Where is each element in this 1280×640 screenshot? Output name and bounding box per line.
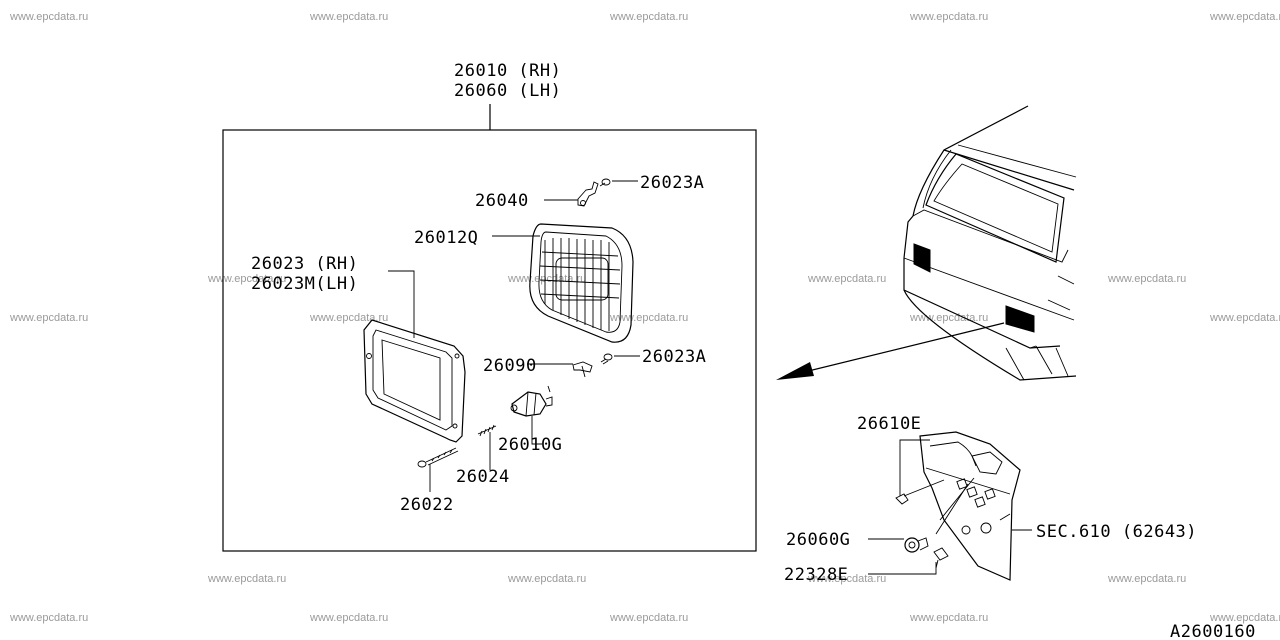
label-26010-rh: 26010 (RH)	[454, 61, 561, 81]
watermark: www.epcdata.ru	[1107, 573, 1186, 585]
label-26090: 26090	[483, 356, 537, 376]
watermark: www.epcdata.ru	[1107, 273, 1186, 285]
lens-pattern	[539, 238, 621, 331]
screw-26022	[417, 447, 459, 468]
vehicle-rear-view	[903, 105, 1077, 381]
watermark: www.epcdata.ru	[1209, 312, 1280, 324]
tail-lamp-right	[1005, 305, 1035, 333]
label-26024: 26024	[456, 467, 510, 487]
watermark: www.epcdata.ru	[1209, 612, 1280, 624]
watermark: www.epcdata.ru	[309, 11, 388, 23]
watermark: www.epcdata.ru	[609, 312, 688, 324]
bracket-26040	[577, 181, 599, 207]
leader-26610E	[899, 439, 930, 496]
watermark: www.epcdata.ru	[609, 612, 688, 624]
label-26010G: 26010G	[498, 435, 562, 455]
label-26610E: 26610E	[857, 414, 921, 434]
housing-frame-26023	[363, 319, 466, 443]
adjuster-26010G	[510, 385, 553, 417]
watermark: www.epcdata.ru	[807, 573, 886, 585]
label-26040: 26040	[475, 191, 529, 211]
spring-26024	[477, 424, 497, 437]
label-26023M-lh: 26023M(LH)	[251, 274, 358, 294]
watermark: www.epcdata.ru	[9, 312, 88, 324]
pointer-arrow	[776, 322, 1005, 380]
watermark: www.epcdata.ru	[807, 273, 886, 285]
watermark: www.epcdata.ru	[507, 273, 586, 285]
label-26060-lh: 26060 (LH)	[454, 81, 561, 101]
watermarks: www.epcdata.ru www.epcdata.ru www.epcdat…	[9, 11, 1280, 624]
watermark: www.epcdata.ru	[909, 312, 988, 324]
watermark: www.epcdata.ru	[909, 11, 988, 23]
label-26023A-top: 26023A	[640, 173, 704, 193]
clip-26610E	[895, 479, 945, 505]
label-26023-rh: 26023 (RH)	[251, 254, 358, 274]
leader-22328E	[868, 562, 937, 575]
label-26022: 26022	[400, 495, 454, 515]
watermark: www.epcdata.ru	[507, 573, 586, 585]
label-26060G: 26060G	[786, 530, 850, 550]
label-sec-610: SEC.610 (62643)	[1036, 522, 1197, 542]
watermark: www.epcdata.ru	[9, 612, 88, 624]
screw-26023A-top	[599, 178, 611, 187]
watermark: www.epcdata.ru	[609, 11, 688, 23]
diagram-id: A2600160	[1170, 622, 1256, 640]
socket-26060G	[904, 537, 929, 553]
watermark: www.epcdata.ru	[9, 11, 88, 23]
watermark: www.epcdata.ru	[207, 273, 286, 285]
watermark: www.epcdata.ru	[309, 312, 388, 324]
label-22328E: 22328E	[784, 565, 848, 585]
watermark: www.epcdata.ru	[1209, 11, 1280, 23]
watermark: www.epcdata.ru	[207, 573, 286, 585]
leader-26010G	[531, 416, 542, 445]
headlamp-26012Q	[529, 223, 634, 343]
screw-26023A-mid	[600, 353, 613, 365]
leader-26023	[388, 270, 415, 338]
clip-26090	[572, 361, 593, 378]
watermark: www.epcdata.ru	[309, 612, 388, 624]
label-26023A-mid: 26023A	[642, 347, 706, 367]
rear-panel-detail	[919, 431, 1021, 581]
watermark: www.epcdata.ru	[909, 612, 988, 624]
tail-lamp-left	[913, 243, 931, 273]
label-26012Q: 26012Q	[414, 228, 478, 248]
